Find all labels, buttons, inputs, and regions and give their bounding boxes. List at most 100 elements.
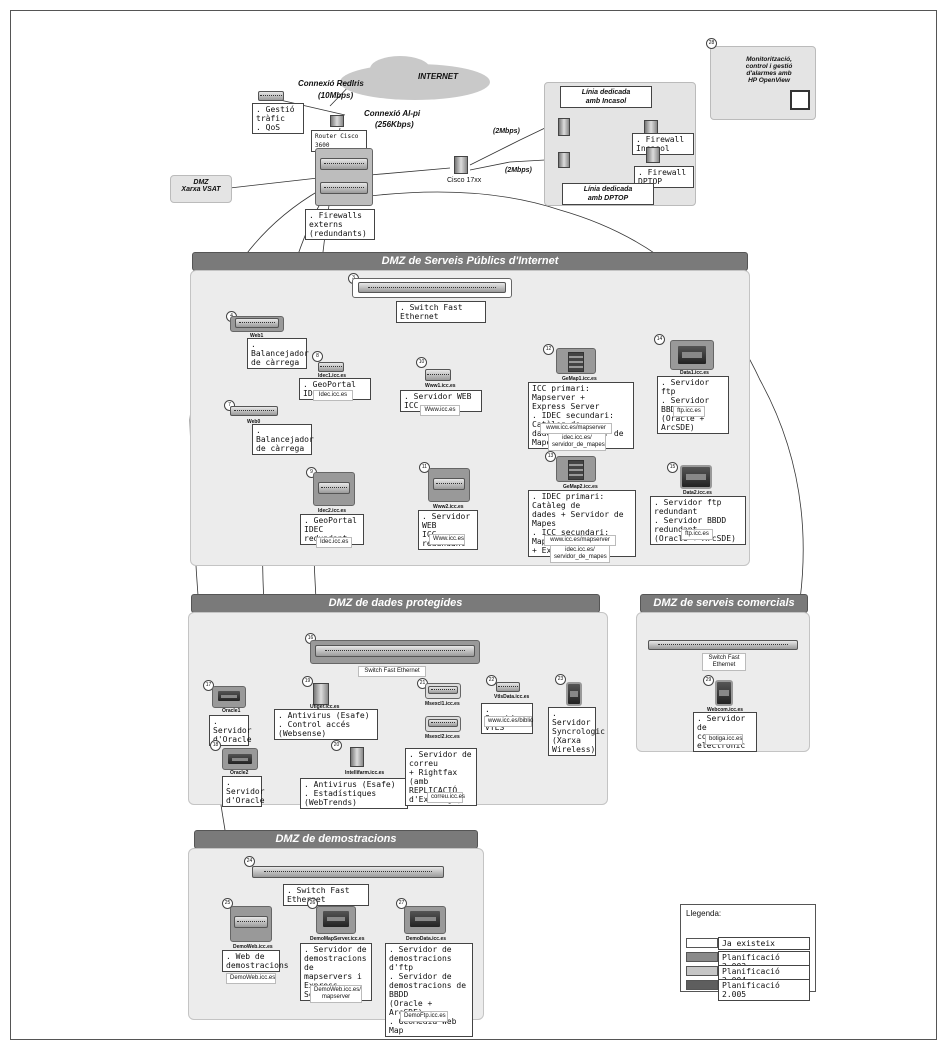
n18-tag: Oracle2 xyxy=(230,770,249,776)
n25-tag: DemoWeb.icc.es xyxy=(233,944,273,950)
internet-label: INTERNET xyxy=(418,72,458,81)
n21-tag-1: Msexcl1.icc.es xyxy=(425,701,460,707)
n19-label: . Antivirus (Esafe) . Control accés (Web… xyxy=(274,709,378,740)
n14-label: . Servidor ftp . Servidor BBDD (Oracle +… xyxy=(657,376,729,434)
speed-2mbps-lower: (2Mbps) xyxy=(505,167,532,174)
n10-tag: Www1.icc.es xyxy=(425,383,456,389)
n9-icon xyxy=(318,482,350,494)
n14-url: ftp.icc.es xyxy=(673,406,705,417)
legend-swatch-2005 xyxy=(686,980,718,990)
n27-number: 27 xyxy=(396,898,407,909)
n14-tag: Data1.icc.es xyxy=(680,370,709,376)
n15-icon xyxy=(680,465,712,489)
speed-256kbps: (256Kbps) xyxy=(375,120,414,129)
n26-number: 26 xyxy=(307,898,318,909)
n14-number: 14 xyxy=(654,334,665,345)
page-frame xyxy=(10,10,937,1040)
n17-number: 17 xyxy=(203,680,214,691)
n21-icon-1 xyxy=(428,686,458,694)
n22-number: 22 xyxy=(486,675,497,686)
commercial-switch-icon xyxy=(648,640,798,650)
demo-switch-icon xyxy=(252,866,444,878)
n12-number: 12 xyxy=(543,344,554,355)
dmz-demo-header: DMZ de demostracions xyxy=(194,830,478,849)
n13-icon xyxy=(568,460,584,480)
n29-url: botiga.icc.es xyxy=(705,734,743,745)
incasol-router-icon xyxy=(558,118,570,136)
n15-tag: Data2.icc.es xyxy=(683,490,712,496)
lb1-icon xyxy=(235,318,279,328)
n18-number: 18 xyxy=(210,740,221,751)
protected-switch-label: Switch Fast Ethernet xyxy=(358,666,426,677)
dptop-router-icon xyxy=(558,152,570,168)
n22-url: www.icc.es/biblio xyxy=(484,716,533,727)
monitoring-number: 28 xyxy=(706,38,717,49)
hp-openview-icon xyxy=(790,90,810,110)
n25-icon xyxy=(234,916,268,928)
n20-number: 20 xyxy=(331,740,342,751)
dmz-public-header: DMZ de Serveis Públics d'Internet xyxy=(192,252,748,271)
n8-url: Idec.icc.es xyxy=(313,390,353,401)
n13-url2: idec.icc.es/ servidor_de_mapes xyxy=(550,545,610,563)
n27-icon xyxy=(408,909,442,929)
legend-swatch-2004 xyxy=(686,966,718,976)
firewall-2 xyxy=(320,182,368,194)
lb1-label: . Balancejador de càrrega xyxy=(247,338,309,369)
n17-icon xyxy=(216,689,242,703)
dmz-protected-header: DMZ de dades protegides xyxy=(191,594,600,613)
n22-tag: VtlsData.icc.es xyxy=(494,694,530,700)
n10-url: Www.icc.es xyxy=(420,405,460,416)
demo-switch-number: 24 xyxy=(244,856,255,867)
firewall-1 xyxy=(320,158,368,170)
firewall-dptop-icon xyxy=(646,147,660,163)
n21-icon-2 xyxy=(428,719,458,727)
public-switch-label: . Switch Fast Ethernet xyxy=(396,301,486,323)
linia-dptop-label: Línia dedicada amb DPTOP xyxy=(562,183,654,205)
n17-label: . Servidor d'Oracle xyxy=(209,715,252,746)
demo-switch-label: . Switch Fast Ethernet xyxy=(283,884,369,906)
speed-10mbps: (10Mbps) xyxy=(318,91,354,100)
lb2-tag: Web0 xyxy=(247,419,261,425)
n19-icon xyxy=(313,683,329,705)
connexio-redlris-label: Connexió RedIris xyxy=(298,79,364,88)
legend-swatch-existing xyxy=(686,938,718,948)
firewall-dptop-label: . Firewall DPTOP xyxy=(634,166,694,188)
internet-cloud-lobe xyxy=(370,56,430,82)
n27-label: . Servidor de demostracions d'ftp . Serv… xyxy=(385,943,473,1037)
n15-number: 15 xyxy=(667,462,678,473)
dmz-vsat-box xyxy=(170,175,232,203)
n8-icon xyxy=(318,362,344,372)
n25-url: DemoWeb.icc.es xyxy=(226,973,276,984)
firewall-incasol-label: . Firewall Incasol xyxy=(632,133,694,155)
cisco-label: Cisco 17xx xyxy=(447,177,482,184)
linia-incasol-label: Línia dedicada amb Incasol xyxy=(560,86,652,108)
n8-tag: Idec1.icc.es xyxy=(318,373,347,379)
n15-url: ftp.icc.es xyxy=(681,529,713,540)
legend-label-existing: Ja existeix xyxy=(718,937,810,950)
n26-icon xyxy=(321,909,351,929)
n29-number: 29 xyxy=(703,675,714,686)
n29-tag: Webcom.icc.es xyxy=(707,707,744,713)
n29-icon xyxy=(715,680,733,706)
n12-tag: GeMap1.icc.es xyxy=(562,376,597,382)
lb2-label: . Balancejador de càrrega xyxy=(252,424,314,455)
n21-tag-2: Msexcl2.icc.es xyxy=(425,734,460,740)
n26-url: DemoWeb.icc.es/ mapserver xyxy=(310,985,362,1003)
n12-icon xyxy=(568,352,584,372)
firewalls-group xyxy=(315,148,373,206)
n23-icon xyxy=(566,682,582,706)
n11-icon xyxy=(433,478,465,490)
connexio-alpi-label: Connexió Al-pi xyxy=(364,109,421,118)
n18-label: . Servidor d'Oracle xyxy=(222,776,265,807)
n23-label: . Servidor Syncrologic (Xarxa Wireless) xyxy=(548,707,605,756)
n10-icon xyxy=(425,369,451,381)
monitoring-text: Monitorització, control i gestió d'alarm… xyxy=(745,56,793,84)
n21-url: correu.icc.es xyxy=(427,792,465,803)
commercial-switch-label: Switch Fast Ethernet xyxy=(702,653,746,671)
public-switch-icon xyxy=(358,282,506,293)
n25-number: 25 xyxy=(222,898,233,909)
n13-tag: GeMap2.icc.es xyxy=(563,484,598,490)
traffic-shaper-device xyxy=(258,91,284,101)
lb1-tag: Web1 xyxy=(250,333,264,339)
n11-number: 11 xyxy=(419,462,430,473)
